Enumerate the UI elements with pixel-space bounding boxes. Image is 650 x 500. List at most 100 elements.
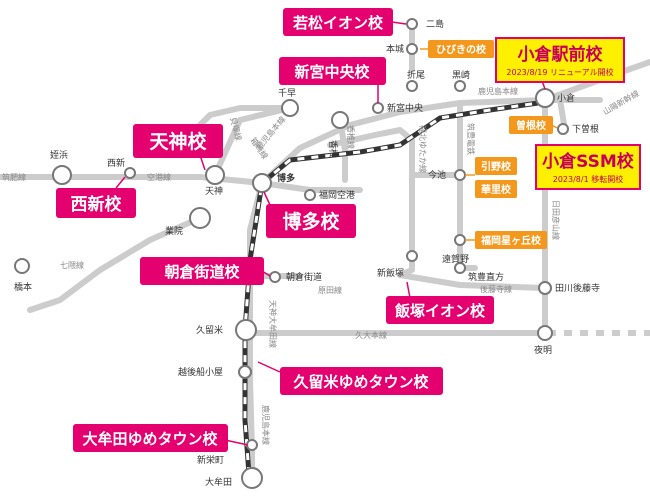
line-kagoshima: 鹿児島本線: [254, 114, 287, 151]
small-box-hoshigaoka: [475, 231, 547, 249]
school-box-nishijin: [56, 188, 136, 218]
line-tenjin-omuta: 天神大牟田線: [268, 300, 278, 348]
station-shingu-chuo: [372, 102, 384, 114]
school-hikino: 引野校: [481, 160, 512, 173]
school-sone: 曽根校: [516, 119, 547, 132]
label-hashimoto: 橋本: [14, 281, 32, 293]
school-kokura-ekimae-note: 2023/8/19 リニューアル開校: [506, 67, 613, 77]
airport-east: [259, 180, 363, 193]
school-nishijin: 西新校: [71, 194, 123, 215]
schools-featured: 小倉駅前校 2023/8/19 リニューアル開校 小倉SSM校 2023/8/1…: [495, 37, 641, 190]
school-box-hakata: [266, 204, 356, 238]
station-echigofunagoya: [238, 365, 252, 379]
station-meinohama: [52, 165, 72, 185]
label-echigofunagoya: 越後船小屋: [178, 366, 223, 378]
station-shiniizuka: [406, 250, 418, 262]
school-box-kurume: [280, 367, 443, 395]
station-kashii: [331, 111, 349, 129]
school-box-wakamatsu: [283, 8, 393, 36]
line-haraden: 原田線: [318, 285, 342, 295]
line-chikuho-dentetsu: 筑豊電鉄: [466, 123, 476, 155]
label-kokura: 小倉: [557, 92, 575, 104]
label-orio: 折尾: [407, 69, 425, 81]
station-tagawagotoji: [538, 281, 552, 295]
shinkansen-rail: [242, 99, 546, 489]
line-kuko: 空港線: [147, 172, 171, 182]
school-hibikino: ひびきの校: [436, 43, 487, 56]
school-box-omuta: [73, 424, 228, 452]
label-chikuhonogata: 筑豊直方: [468, 271, 504, 283]
label-imaike: 今池: [428, 169, 446, 181]
label-chihaya: 千早: [278, 88, 296, 99]
school-box-tenjin: [133, 124, 223, 158]
station-hakata: [252, 173, 272, 193]
line-kyudai: 久大本線: [355, 330, 387, 340]
station-shimosone: [557, 123, 569, 135]
chihaya-branch: [197, 105, 293, 128]
nanakuma-line: [27, 215, 203, 313]
line-nanakuma: 七隈線: [60, 260, 84, 270]
station-kurume: [235, 319, 257, 341]
label-kurume: 久留米: [196, 324, 223, 336]
gotoji-line: [397, 272, 548, 291]
school-iizuka: 飯塚イオン校: [394, 302, 486, 320]
station-yoake: [537, 325, 553, 341]
station-futajima: [406, 18, 418, 30]
label-hakata: 博多: [277, 172, 295, 184]
label-shingu-chuo: 新宮中央: [387, 102, 423, 114]
line-fukuhoku: 福北ゆたか線: [418, 125, 428, 173]
school-asakura: 朝倉街道校: [164, 263, 240, 281]
label-fukuoka-kuko: 福岡空港: [319, 189, 355, 201]
school-kokura-ssm: 小倉SSM校: [542, 151, 635, 172]
kashii-line: [337, 117, 348, 183]
station-ongano: [454, 262, 466, 274]
line-sanyo: 山陽新幹線: [601, 88, 641, 117]
station-markers: [14, 18, 569, 489]
label-honjo: 本城: [386, 43, 404, 55]
kuko-line: [0, 174, 265, 186]
line-kagoshima-n: 鹿児島本線: [478, 86, 518, 96]
small-box-hanazato: [475, 180, 517, 198]
school-kokura-ssm-note: 2023/8/1 移転開校: [553, 174, 623, 184]
school-hoshigaoka: 福岡星ヶ丘校: [480, 234, 542, 247]
school-hanazato: 華里校: [481, 183, 512, 196]
tenjin-omuta-line: [247, 180, 265, 483]
station-hashimoto: [14, 258, 30, 274]
station-kurosaki: [454, 80, 466, 92]
line-kagoshima-s: 鹿児島本線: [261, 405, 271, 445]
schools-main: 若松イオン校 新宮中央校 天神校 西新校 博多校 朝倉街道校 飯塚イオン校 久留…: [56, 8, 494, 452]
station-imaike: [454, 169, 466, 181]
line-chikuhi: 筑肥線: [2, 172, 26, 182]
school-box-asakura: [140, 257, 264, 285]
station-orio: [406, 80, 418, 92]
schools-small: ひびきの校 曽根校 引野校 華里校 福岡星ヶ丘校: [428, 40, 553, 249]
label-asakura-kaido: 朝倉街道: [286, 271, 322, 283]
label-kurosaki: 黒崎: [452, 69, 470, 81]
small-box-hibikino: [428, 40, 494, 58]
label-futajima: 二島: [426, 18, 444, 30]
line-kashii: 香椎線: [346, 125, 356, 149]
station-fukuoka-kuko: [304, 189, 316, 201]
label-shimosone: 下曽根: [572, 123, 599, 135]
school-tenjin: 天神校: [149, 130, 207, 153]
featured-box-kokura-ssm: [535, 144, 641, 190]
line-hitahikosan: 日田彦山線: [551, 200, 561, 240]
label-gyoin: 業院: [165, 225, 183, 237]
station-asakura-kaido: [269, 271, 281, 283]
school-box-iizuka: [386, 296, 494, 324]
station-kokura: [535, 88, 555, 108]
label-shin-sakaemachi: 新栄町: [197, 454, 224, 466]
station-honjo: [406, 43, 418, 55]
station-labels: 二島 本城 折尾 黒崎 小倉 下曽根 今池 遠賀野 筑豊直方 田川後藤寺 新飯塚…: [14, 18, 600, 488]
label-omuta: 大牟田: [205, 476, 232, 488]
featured-box-kokura-ekimae: [495, 37, 625, 83]
label-yoake: 夜明: [534, 344, 552, 356]
station-chihaya: [281, 99, 299, 117]
station-hoshigaoka: [454, 234, 466, 246]
label-kashii: 香椎: [327, 140, 339, 158]
school-kurume: 久留米ゆめタウン校: [293, 373, 429, 391]
fukuhoku-line: [327, 127, 415, 278]
school-box-shingu: [279, 57, 386, 85]
